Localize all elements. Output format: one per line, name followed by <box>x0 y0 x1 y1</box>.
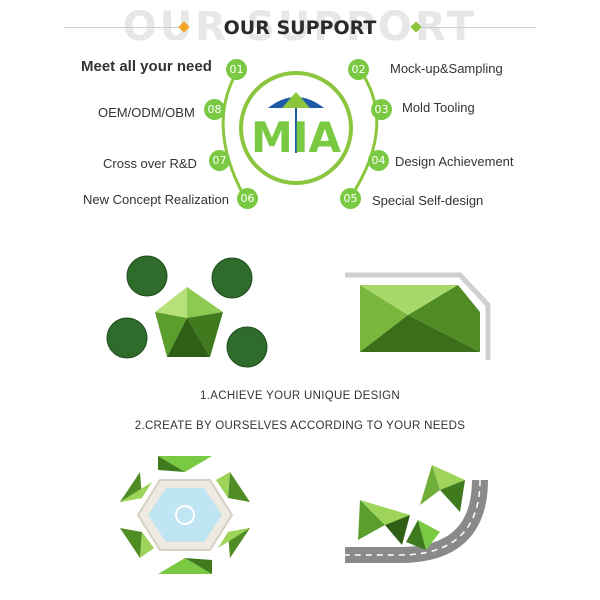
support-label-02: Mock-up&Sampling <box>390 61 503 76</box>
header-rule-right <box>416 27 536 28</box>
badge-07: 07 <box>209 150 230 171</box>
support-label-03: Mold Tooling <box>402 100 475 115</box>
support-label-08: OEM/ODM/OBM <box>98 105 195 120</box>
badge-05: 05 <box>340 188 361 209</box>
logo-text: MIA <box>251 113 341 162</box>
tree-icon <box>126 255 168 297</box>
badge-08: 08 <box>204 99 225 120</box>
rectangle-umbrella-illustration <box>345 272 491 360</box>
wall-outline <box>345 272 491 360</box>
support-label-01: Meet all your need <box>81 58 212 75</box>
umbrella-panel-icon <box>282 92 310 108</box>
hex-umbrellas <box>120 456 250 574</box>
road-line <box>345 479 481 556</box>
pool-pattern <box>175 505 195 525</box>
pool-water <box>148 488 222 542</box>
support-label-06: New Concept Realization <box>83 192 229 207</box>
connector-arcs <box>221 69 379 199</box>
badge-02: 02 <box>348 59 369 80</box>
support-label-04: Design Achievement <box>395 154 514 169</box>
header-rule-left <box>64 27 184 28</box>
pentagon-umbrella-illustration <box>106 255 268 368</box>
support-wheel: MIA <box>221 69 379 199</box>
caption-1: 1.ACHIEVE YOUR UNIQUE DESIGN <box>200 390 400 402</box>
badge-03: 03 <box>371 99 392 120</box>
rectangle-canopy <box>360 285 480 352</box>
curved-road-illustration <box>345 465 488 563</box>
support-label-07: Cross over R&D <box>103 156 197 171</box>
support-label-05: Special Self-design <box>372 193 484 208</box>
badge-06: 06 <box>237 188 258 209</box>
page-title: OUR SUPPORT <box>223 17 377 39</box>
road-umbrellas <box>358 465 465 550</box>
logo: MIA <box>239 71 353 185</box>
tree-icon <box>226 326 268 368</box>
tree-icon <box>211 257 253 299</box>
caption-2: 2.CREATE BY OURSELVES ACCORDING TO YOUR … <box>134 420 466 432</box>
badge-01: 01 <box>226 59 247 80</box>
tree-icon <box>106 317 148 359</box>
badge-04: 04 <box>368 150 389 171</box>
pentagon-canopy <box>155 287 223 357</box>
umbrella-pole <box>295 108 297 153</box>
hexagon-pool-illustration <box>120 456 250 574</box>
